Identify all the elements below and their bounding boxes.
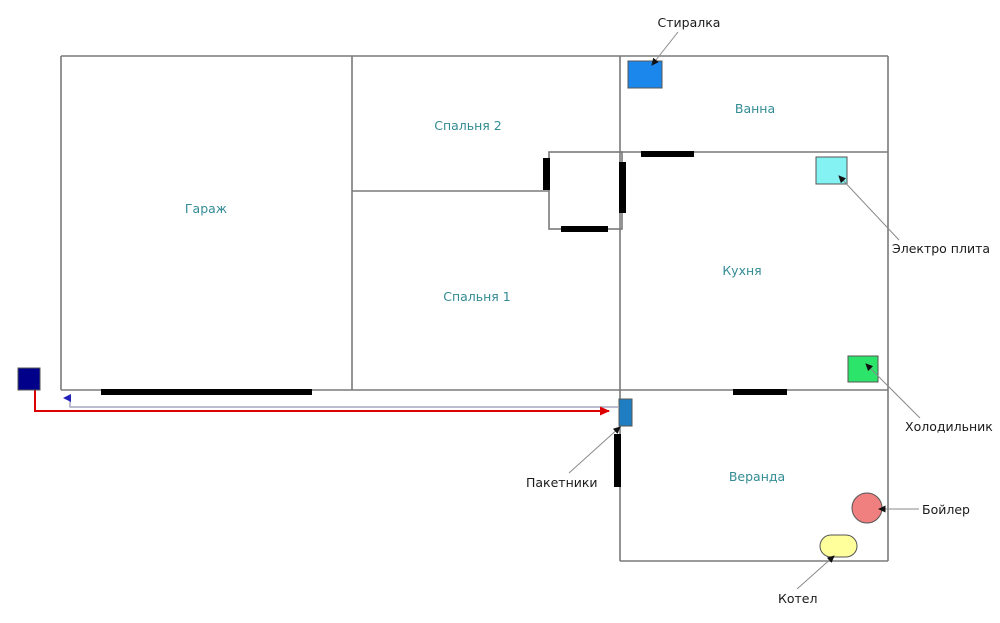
boiler-label: Бойлер	[922, 502, 970, 517]
door-bath	[641, 151, 694, 157]
boiler-marker	[851, 492, 883, 524]
fridge-marker	[847, 355, 879, 383]
room-label-veranda: Веранда	[729, 469, 785, 484]
fridge-leader-line	[865, 363, 921, 419]
door-garage-gate	[101, 389, 312, 395]
door-veranda-entry	[614, 434, 621, 487]
room-labels: Гараж Спальня 2 Спальня 1 Ванна Кухня Ве…	[185, 101, 785, 484]
stove-leader-line	[838, 175, 900, 241]
room-label-bedroom1: Спальня 1	[443, 289, 511, 304]
cables	[34, 390, 618, 416]
breakers-marker	[618, 398, 633, 427]
breakers-leader-line	[568, 426, 621, 474]
washer-marker	[627, 60, 663, 89]
washer-label: Стиралка	[658, 15, 721, 30]
supply-pole-marker	[17, 367, 41, 391]
room-label-bedroom2: Спальня 2	[434, 118, 502, 133]
door-hallway-bedroom2	[543, 158, 550, 190]
stove-label: Электро плита	[892, 241, 990, 256]
power-cable-line	[34, 390, 610, 416]
annotation-labels: Стиралка Электро плита Холодильник Бойле…	[526, 15, 993, 606]
washer-leader-line	[651, 31, 679, 66]
door-hallway-bedroom1	[561, 226, 608, 232]
room-label-kitchen: Кухня	[722, 263, 761, 278]
stove-marker	[815, 156, 848, 185]
kotel-leader-line	[796, 555, 835, 590]
fridge-label: Холодильник	[905, 419, 993, 434]
kotel-label: Котел	[778, 591, 817, 606]
room-label-garage: Гараж	[185, 201, 227, 216]
door-kitchen-veranda	[733, 389, 787, 395]
door-markers	[101, 151, 787, 487]
door-hallway-kitchen	[619, 162, 626, 213]
hallway-box	[548, 151, 623, 230]
kotel-marker	[819, 534, 858, 558]
breakers-label: Пакетники	[526, 475, 598, 490]
room-label-bath: Ванна	[735, 101, 775, 116]
garage-feed-line	[63, 394, 618, 408]
equipment	[17, 60, 883, 558]
leader-lines	[568, 31, 921, 590]
